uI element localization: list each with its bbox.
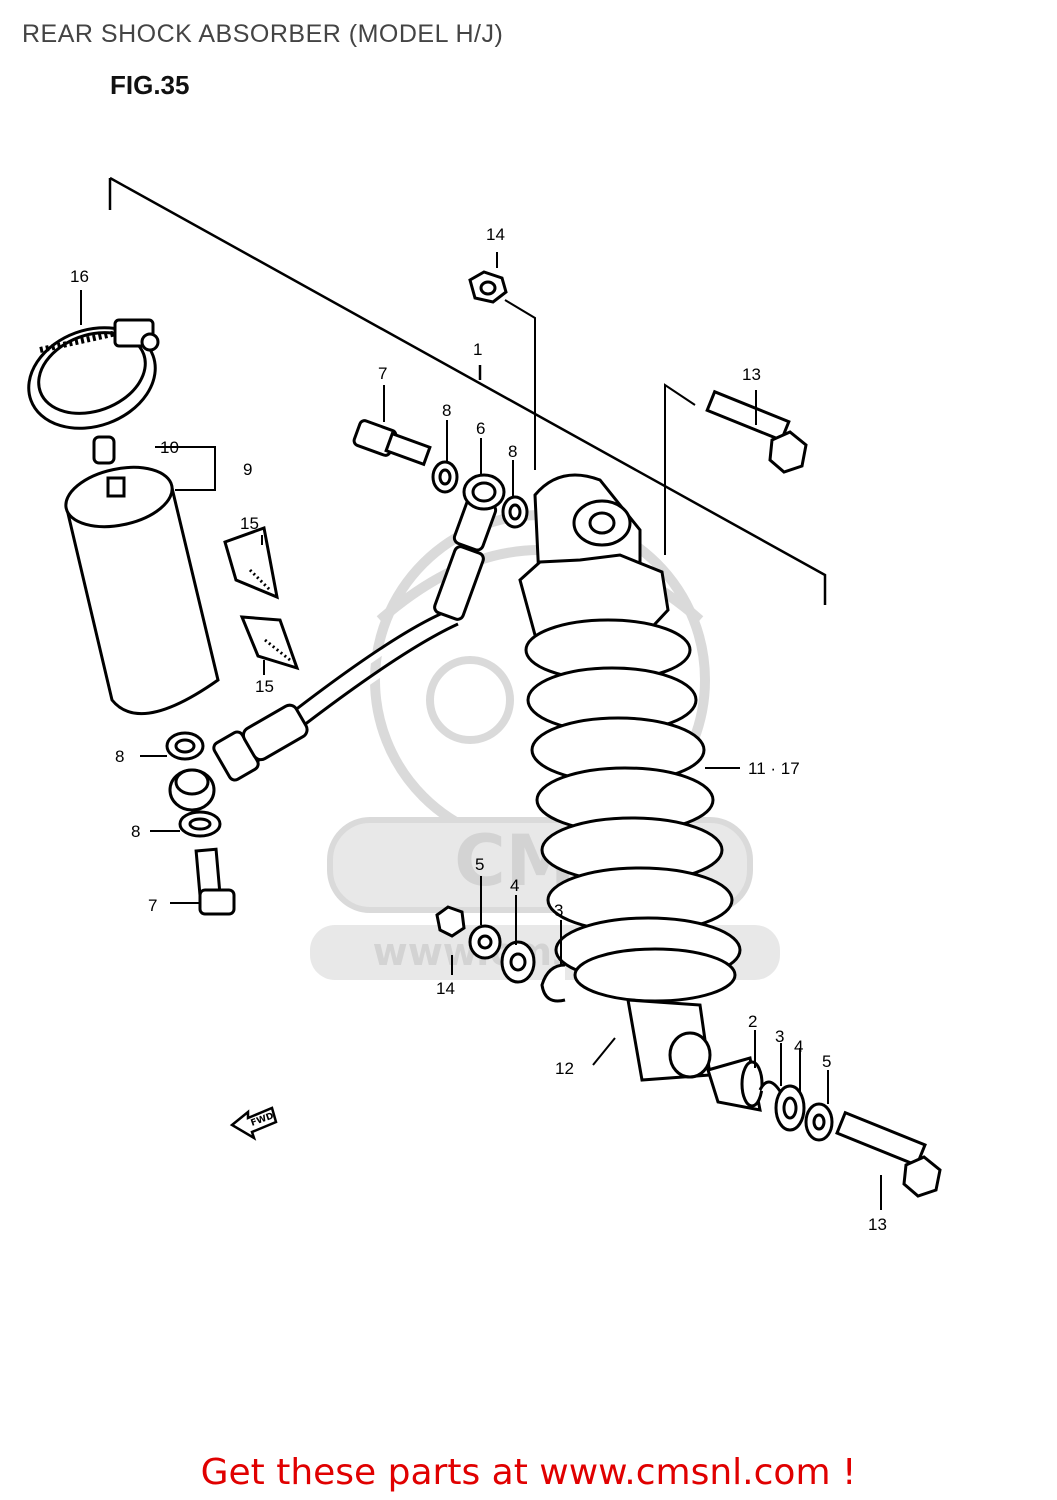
figure-label: FIG.35 xyxy=(110,70,190,100)
union-bolts xyxy=(194,419,432,916)
callout-15-upper: 15 xyxy=(240,514,259,533)
callout-5-left: 5 xyxy=(475,855,484,874)
callout-14-lower: 14 xyxy=(436,979,455,998)
callout-8-c: 8 xyxy=(115,747,124,766)
banjo-fitting-lower xyxy=(168,768,216,812)
top-nut xyxy=(468,270,508,304)
coil-spring xyxy=(524,618,742,1003)
callout-5-right: 5 xyxy=(822,1052,831,1071)
callout-9: 9 xyxy=(243,460,252,479)
footer-parts-link[interactable]: Get these parts at www.cmsnl.com ! xyxy=(200,1452,857,1493)
callout-3-right: 3 xyxy=(775,1027,784,1046)
callout-12: 12 xyxy=(555,1059,574,1078)
callout-10: 10 xyxy=(160,438,179,457)
callout-13-lower: 13 xyxy=(868,1215,887,1234)
assembly-bracket xyxy=(108,176,827,605)
callout-1: 1 xyxy=(473,340,482,359)
callout-2: 2 xyxy=(748,1012,757,1031)
washers xyxy=(165,460,529,838)
callout-8-b: 8 xyxy=(508,442,517,461)
callout-3-left: 3 xyxy=(554,901,563,920)
callout-11-17: 11 · 17 xyxy=(748,759,800,778)
callout-4-left: 4 xyxy=(510,876,519,895)
callout-15-lower: 15 xyxy=(255,677,274,696)
lower-eye xyxy=(626,998,712,1082)
fwd-arrow: FWD xyxy=(229,1106,278,1141)
callout-8-a: 8 xyxy=(442,401,451,420)
callout-7-upper: 7 xyxy=(378,364,387,383)
callout-4-right: 4 xyxy=(794,1037,803,1056)
page-title: REAR SHOCK ABSORBER (MODEL H/J) xyxy=(22,20,504,48)
callout-7-lower: 7 xyxy=(148,896,157,915)
warning-labels xyxy=(223,525,300,671)
callout-8-d: 8 xyxy=(131,822,140,841)
callout-16: 16 xyxy=(70,267,89,286)
hose-assembly xyxy=(212,496,498,782)
banjo-fitting-upper xyxy=(462,473,506,511)
callout-6: 6 xyxy=(476,419,485,438)
hose-clamp xyxy=(27,318,160,430)
shock-absorber-body xyxy=(518,473,742,1003)
callout-13-upper: 13 xyxy=(742,365,761,384)
callout-14-upper: 14 xyxy=(486,225,505,244)
mounting-bolts xyxy=(705,389,942,1198)
bearing-parts xyxy=(435,905,834,1142)
leader-lines xyxy=(80,252,882,1210)
reservoir-tank xyxy=(64,435,220,716)
